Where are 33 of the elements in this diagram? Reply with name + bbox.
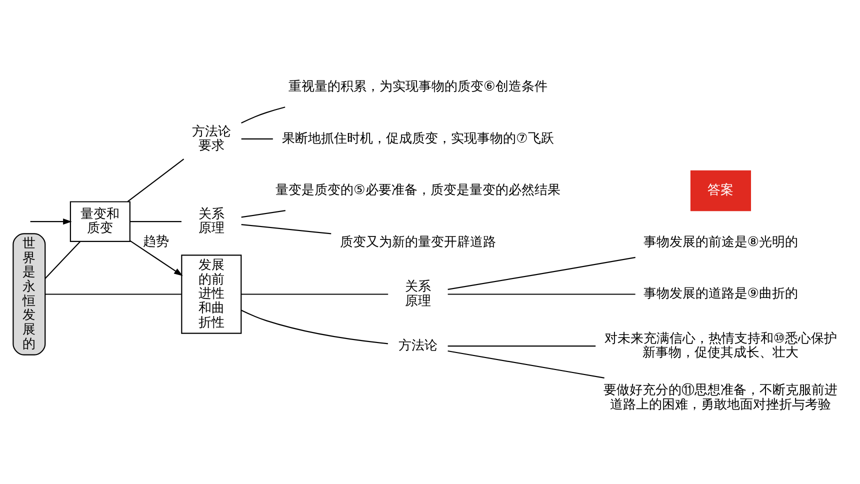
node-box: 世界是永恒发展的 xyxy=(12,232,46,355)
connector xyxy=(241,210,286,218)
arrow xyxy=(30,218,72,224)
node-text: 方法论 xyxy=(398,338,438,353)
node-text: 量变是质变的⑤必要准备，质变是量变的必然结果 xyxy=(275,182,560,198)
node-text: 事物发展的道路是⑨曲折的 xyxy=(643,286,798,302)
node-box: 量变和质变 xyxy=(70,200,130,242)
node-text: 关系原理 xyxy=(198,206,224,236)
edge-label: 趋势 xyxy=(142,234,169,249)
node-text: 果断地抓住时机，促成质变，实现事物的⑦飞跃 xyxy=(282,130,554,146)
connector xyxy=(241,223,332,234)
connector xyxy=(44,240,81,278)
connector xyxy=(448,344,596,346)
node-text: 关系原理 xyxy=(404,279,431,308)
connector xyxy=(241,106,286,123)
connector xyxy=(130,220,182,222)
connector xyxy=(448,350,604,378)
node-box: 答案 xyxy=(690,170,751,211)
connector xyxy=(241,293,388,294)
arrow xyxy=(130,240,183,276)
connector xyxy=(448,256,636,290)
node-text: 事物发展的前途是⑧光明的 xyxy=(643,234,798,250)
node-text: 重视量的积累，为实现事物的质变⑥创造条件 xyxy=(288,79,548,94)
connector xyxy=(241,138,273,140)
node-text: 要做好充分的⑪思想准备，不断克服前进道路上的困难，勇敢地面对挫折与考验 xyxy=(604,382,838,412)
connector xyxy=(127,158,184,202)
node-box: 发展的前进性和曲折性 xyxy=(181,254,242,334)
node-text: 质变又为新的量变开辟道路 xyxy=(340,234,496,250)
node-text: 方法论要求 xyxy=(192,124,231,154)
connector xyxy=(45,293,182,294)
node-text: 对未来充满信心，热情支持和⑩悉心保护新事物，促使其成长、壮大 xyxy=(604,330,838,360)
connector xyxy=(448,293,636,294)
connector xyxy=(241,309,388,344)
